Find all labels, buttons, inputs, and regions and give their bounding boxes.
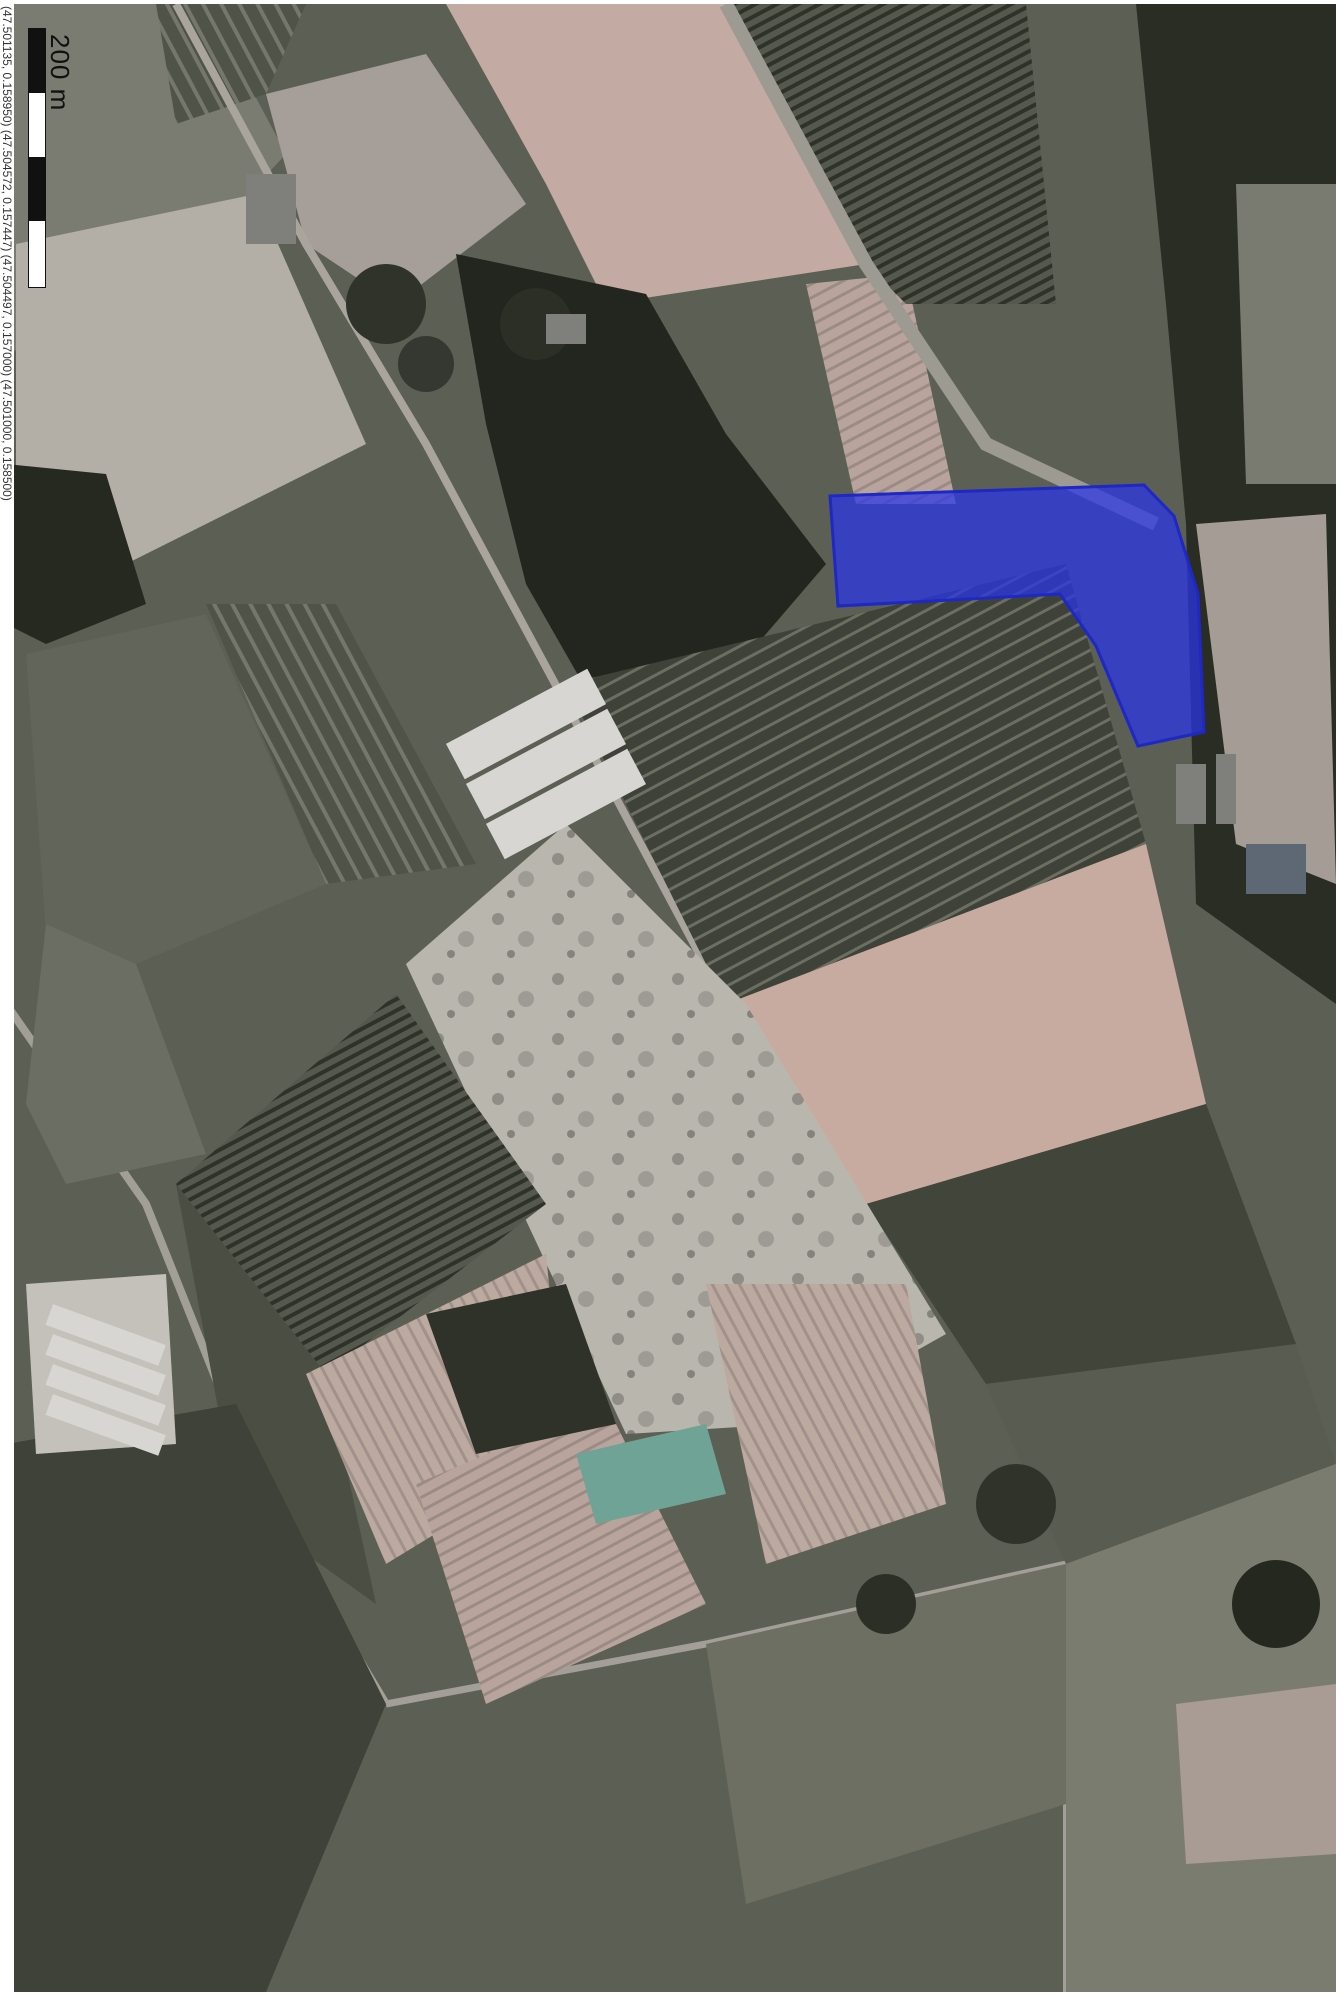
coordinates-strip: (47.501135, 0.158950) (47.504572, 0.1574… bbox=[0, 0, 14, 1998]
aerial-image[interactable] bbox=[6, 4, 1336, 1992]
scale-label: 200 m bbox=[45, 34, 75, 112]
aerial-drawing bbox=[6, 4, 1336, 1992]
coordinates-text: (47.501135, 0.158950) (47.504572, 0.1574… bbox=[0, 6, 14, 501]
highlighted-parcel[interactable] bbox=[828, 483, 1206, 748]
scale-bar bbox=[28, 28, 46, 288]
